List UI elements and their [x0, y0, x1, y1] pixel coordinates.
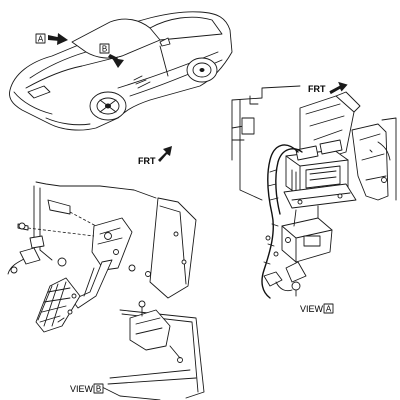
view-b-letter: B	[96, 385, 101, 394]
callout-b-marker: B	[99, 43, 124, 68]
view-a-word: VIEW	[300, 304, 324, 314]
callout-a-letter: A	[38, 35, 44, 44]
view-a-illustration	[231, 85, 397, 299]
frt-arrow-top: FRT	[308, 81, 348, 95]
frt-arrow-left: FRT	[138, 146, 172, 166]
view-b-label: VIEW B	[70, 383, 104, 394]
frt-label-top: FRT	[308, 84, 326, 94]
view-a-label: VIEW A	[300, 303, 334, 314]
view-a-letter: A	[326, 305, 332, 314]
car-illustration	[9, 11, 233, 131]
callout-b-letter: B	[102, 45, 107, 54]
view-b-word: VIEW	[70, 384, 94, 394]
callout-a-marker: A	[35, 33, 68, 45]
frt-label-left: FRT	[138, 156, 156, 166]
view-b-illustration	[7, 181, 205, 400]
